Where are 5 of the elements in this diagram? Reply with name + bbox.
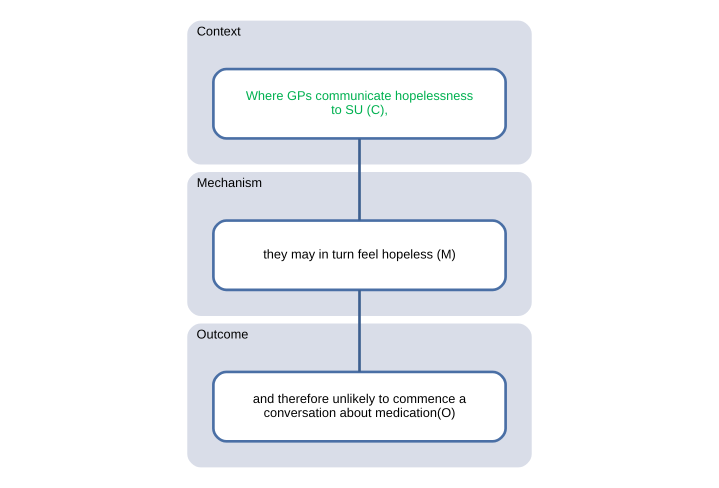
node-box: and therefore unlikely to commence a conversation about medication(O) xyxy=(212,370,507,443)
node-box: Where GPs communicate hopelessness to SU (C), xyxy=(212,68,507,140)
connector xyxy=(358,138,361,220)
connector xyxy=(358,290,361,372)
node-box: they may in turn feel hopeless (M) xyxy=(212,219,507,292)
